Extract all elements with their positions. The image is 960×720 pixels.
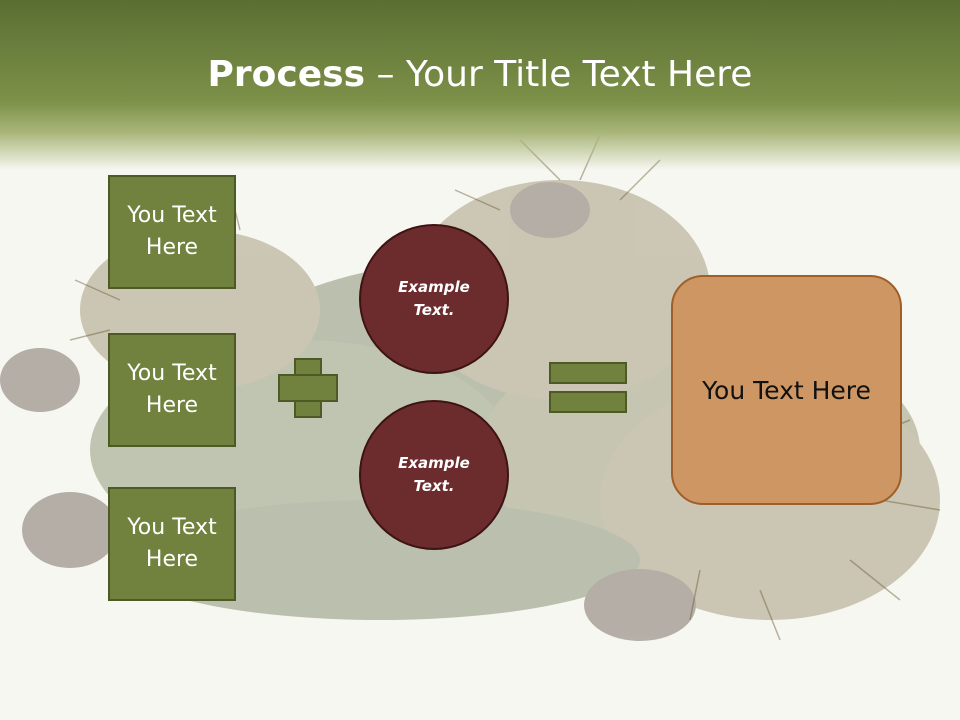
result-label: You Text Here (702, 375, 871, 405)
input-box-label: You Text Here (127, 515, 217, 572)
input-box-label: You Text Here (127, 361, 217, 418)
page-title: Process – Your Title Text Here (0, 52, 960, 98)
circle-label: Example Text. (398, 278, 470, 319)
title-rest: – Your Title Text Here (365, 54, 753, 95)
circle-label: Example Text. (398, 454, 470, 495)
input-box-1[interactable]: You Text Here (108, 175, 236, 289)
example-circle-2[interactable]: Example Text. (359, 400, 509, 550)
input-box-2[interactable]: You Text Here (108, 333, 236, 447)
input-box-label: You Text Here (127, 203, 217, 260)
title-banner (0, 0, 960, 170)
title-bold: Process (207, 54, 366, 95)
example-circle-1[interactable]: Example Text. (359, 224, 509, 374)
input-box-3[interactable]: You Text Here (108, 487, 236, 601)
result-box[interactable]: You Text Here (671, 275, 902, 505)
